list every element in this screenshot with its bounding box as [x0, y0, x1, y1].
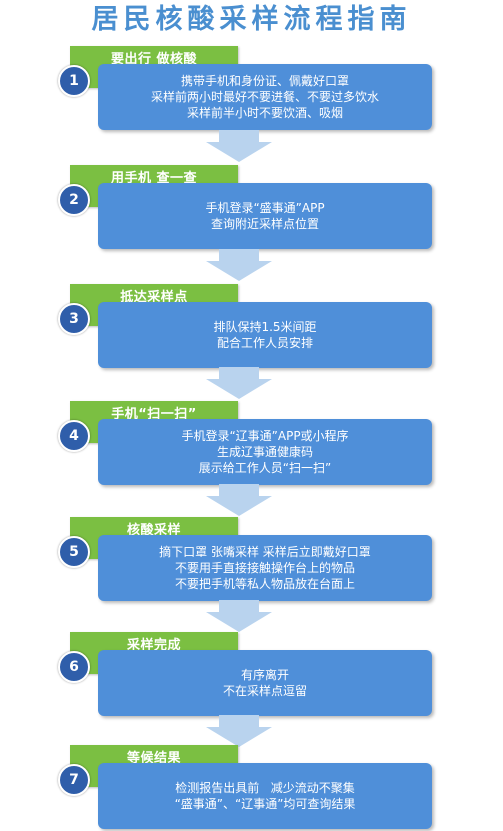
- step-6-line-1: 有序离开: [240, 668, 289, 682]
- step-4-line-3: 展示给工作人员“扫一扫”: [198, 461, 332, 475]
- step-2-heading: 用手机 查一查: [110, 171, 198, 186]
- step-4-heading: 手机“扫一扫”: [111, 407, 197, 422]
- step-5-line-3: 不要把手机等私人物品放在台面上: [174, 577, 355, 591]
- step-7: 等候结果 检测报告出具前 减少流动不聚集 “盛事通”、“辽事通”均可查询结果 7: [0, 745, 503, 829]
- down-arrow-icon: [206, 130, 272, 162]
- step-1-line-1: 携带手机和身份证、佩戴好口罩: [180, 74, 349, 88]
- down-arrow-icon: [206, 484, 272, 516]
- step-2-number-badge: 2: [58, 184, 90, 216]
- step-3-line-2: 配合工作人员安排: [216, 336, 313, 350]
- step-4: 手机“扫一扫” 手机登录“辽事通”APP或小程序 生成辽事通健康码 展示给工作人…: [0, 401, 503, 485]
- step-4-line-1: 手机登录“辽事通”APP或小程序: [181, 429, 349, 443]
- step-2: 用手机 查一查 手机登录“盛事通”APP 查询附近采样点位置 2: [0, 165, 503, 249]
- step-6-number-badge: 6: [58, 651, 90, 683]
- step-6: 采样完成 有序离开 不在采样点逗留 6: [0, 632, 503, 716]
- down-arrow-icon: [206, 249, 272, 281]
- step-2-line-1: 手机登录“盛事通”APP: [205, 201, 325, 215]
- down-arrow-icon: [206, 715, 272, 747]
- down-arrow-icon: [206, 367, 272, 399]
- step-2-box: 手机登录“盛事通”APP 查询附近采样点位置: [98, 183, 432, 249]
- page-title: 居民核酸采样流程指南: [91, 4, 412, 35]
- step-3-line-1: 排队保持1.5米间距: [213, 320, 317, 334]
- step-1-line-2: 采样前两小时最好不要进餐、不要过多饮水: [150, 90, 379, 104]
- step-7-heading: 等候结果: [126, 751, 181, 766]
- step-5-line-2: 不要用手直接接触操作台上的物品: [174, 561, 355, 575]
- step-6-heading: 采样完成: [126, 638, 181, 653]
- step-5-line-1: 摘下口罩 张嘴采样 采样后立即戴好口罩: [159, 545, 371, 559]
- step-5-heading: 核酸采样: [126, 523, 181, 538]
- step-1-number-badge: 1: [58, 65, 90, 97]
- step-4-line-2: 生成辽事通健康码: [216, 445, 313, 459]
- step-4-number-badge: 4: [58, 420, 90, 452]
- step-7-number-badge: 7: [58, 764, 90, 796]
- down-arrow-icon: [206, 600, 272, 632]
- step-7-line-2: “盛事通”、“辽事通”均可查询结果: [174, 797, 356, 811]
- step-5-number-badge: 5: [58, 536, 90, 568]
- step-2-line-2: 查询附近采样点位置: [210, 217, 319, 231]
- step-7-line-1: 检测报告出具前 减少流动不聚集: [175, 781, 355, 795]
- step-3-box: 排队保持1.5米间距 配合工作人员安排: [98, 302, 432, 368]
- step-1-box: 携带手机和身份证、佩戴好口罩 采样前两小时最好不要进餐、不要过多饮水 采样前半小…: [98, 64, 432, 130]
- step-5: 核酸采样 摘下口罩 张嘴采样 采样后立即戴好口罩 不要用手直接接触操作台上的物品…: [0, 517, 503, 601]
- step-1: 要出行 做核酸 携带手机和身份证、佩戴好口罩 采样前两小时最好不要进餐、不要过多…: [0, 46, 503, 130]
- step-3: 抵达采样点 排队保持1.5米间距 配合工作人员安排 3: [0, 284, 503, 368]
- step-1-line-3: 采样前半小时不要饮酒、吸烟: [186, 106, 343, 120]
- step-7-box: 检测报告出具前 减少流动不聚集 “盛事通”、“辽事通”均可查询结果: [98, 763, 432, 829]
- step-1-heading: 要出行 做核酸: [110, 52, 198, 67]
- step-5-box: 摘下口罩 张嘴采样 采样后立即戴好口罩 不要用手直接接触操作台上的物品 不要把手…: [98, 535, 432, 601]
- step-3-number-badge: 3: [58, 303, 90, 335]
- step-6-box: 有序离开 不在采样点逗留: [98, 650, 432, 716]
- step-6-line-2: 不在采样点逗留: [222, 684, 307, 698]
- step-3-heading: 抵达采样点: [120, 290, 188, 305]
- step-4-box: 手机登录“辽事通”APP或小程序 生成辽事通健康码 展示给工作人员“扫一扫”: [98, 419, 432, 485]
